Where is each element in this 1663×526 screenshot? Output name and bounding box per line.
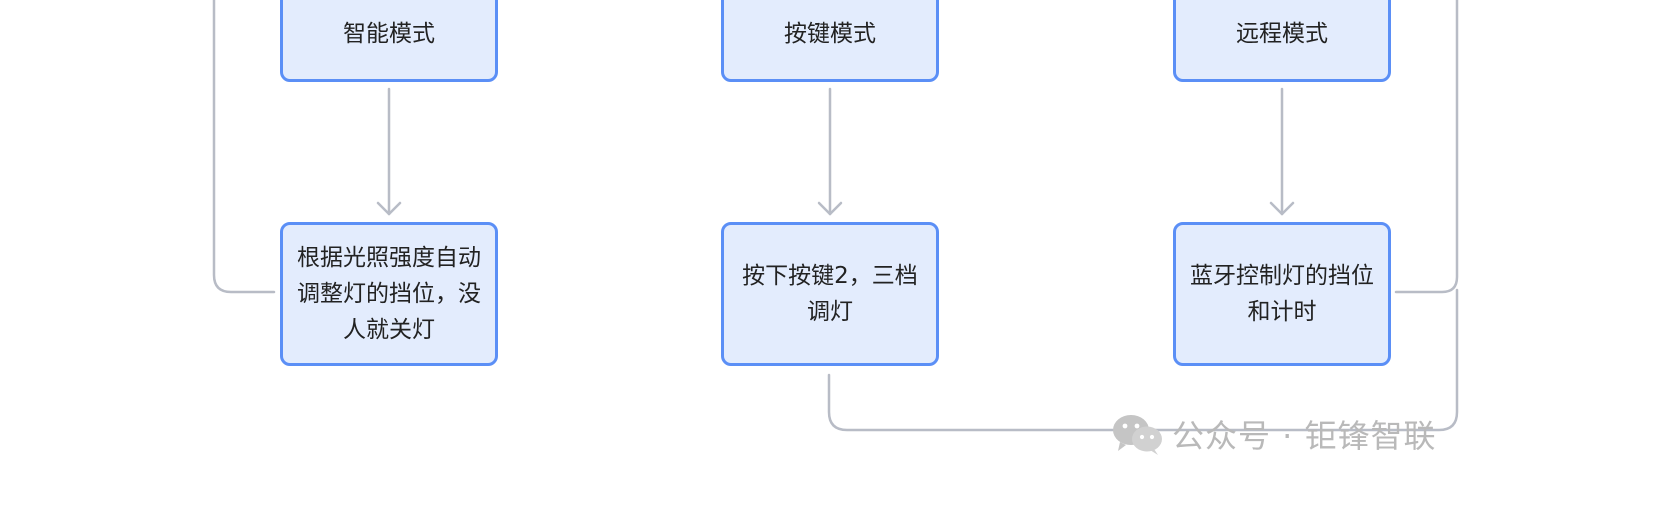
- node-label: 智能模式: [343, 21, 435, 47]
- node-remote-mode: 远程模式: [1173, 0, 1391, 82]
- right-loop-connector: [1394, 0, 1459, 294]
- watermark: 公众号 · 钜锋智联: [1112, 412, 1437, 456]
- node-label: 根据光照强度自动调整灯的挡位，没人就关灯: [297, 245, 481, 343]
- arrow-key-head: [817, 201, 843, 216]
- node-remote-action: 蓝牙控制灯的挡位和计时: [1173, 222, 1391, 366]
- wechat-icon: [1113, 415, 1162, 455]
- node-key-mode: 按键模式: [721, 0, 939, 82]
- node-label: 按下按键2，三档调灯: [742, 263, 918, 325]
- watermark-text: 公众号 · 钜锋智联: [1172, 417, 1437, 455]
- node-label: 蓝牙控制灯的挡位和计时: [1190, 263, 1374, 325]
- left-loop-connector: [212, 0, 276, 294]
- arrow-remote-head: [1269, 201, 1295, 216]
- node-key-action: 按下按键2，三档调灯: [721, 222, 939, 366]
- node-label: 远程模式: [1236, 21, 1328, 47]
- arrow-smart-head: [376, 201, 402, 216]
- node-label: 按键模式: [784, 21, 876, 47]
- node-smart-mode: 智能模式: [280, 0, 498, 82]
- node-smart-action: 根据光照强度自动调整灯的挡位，没人就关灯: [280, 222, 498, 366]
